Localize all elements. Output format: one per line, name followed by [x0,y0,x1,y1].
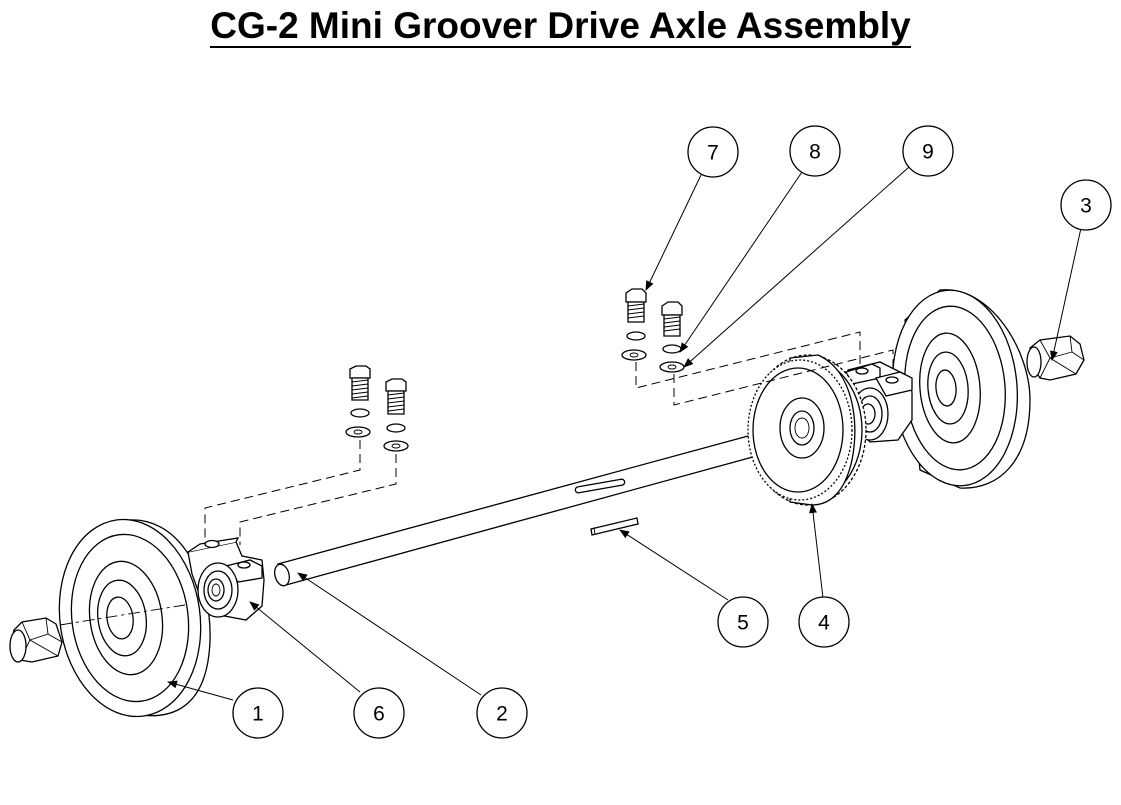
left-dash-path-a [204,440,361,545]
callout-8: 8 [789,125,841,177]
axle-shaft [274,423,802,587]
callout-6-label: 6 [373,703,385,726]
left-hub-nut [9,617,63,663]
left-fastener-set-b [383,378,409,452]
callout-1: 1 [232,687,284,739]
right-wheel [891,289,1031,489]
drive-gear [747,354,867,506]
page-title: CG-2 Mini Groover Drive Axle Assembly [0,2,1121,50]
callout-2: 2 [476,687,528,739]
right-fastener-set-b [659,301,685,373]
callout-5: 5 [717,596,769,648]
callout-8-label: 8 [809,141,821,164]
leader-lines [167,166,1082,701]
callout-7-label: 7 [707,142,719,165]
right-fastener-set-a [621,288,647,361]
callout-5-label: 5 [737,612,749,635]
left-wheel [58,518,211,718]
callout-4: 4 [798,596,850,648]
callout-7: 7 [687,126,739,178]
callout-9: 9 [902,125,954,177]
callout-6: 6 [353,687,405,739]
left-dash-path-b [239,454,397,545]
shaft-key [590,517,639,536]
page-title-text: CG-2 Mini Groover Drive Axle Assembly [210,5,911,48]
callout-3: 3 [1060,179,1112,231]
left-pillow-block [187,537,265,621]
right-dash-path-b [673,349,894,406]
callout-9-label: 9 [922,141,934,164]
callout-1-label: 1 [252,703,264,726]
callout-3-label: 3 [1080,195,1092,218]
callout-4-label: 4 [818,612,830,635]
right-dash-path-a [635,331,861,389]
left-fastener-set-a [345,365,371,438]
callout-2-label: 2 [496,703,508,726]
